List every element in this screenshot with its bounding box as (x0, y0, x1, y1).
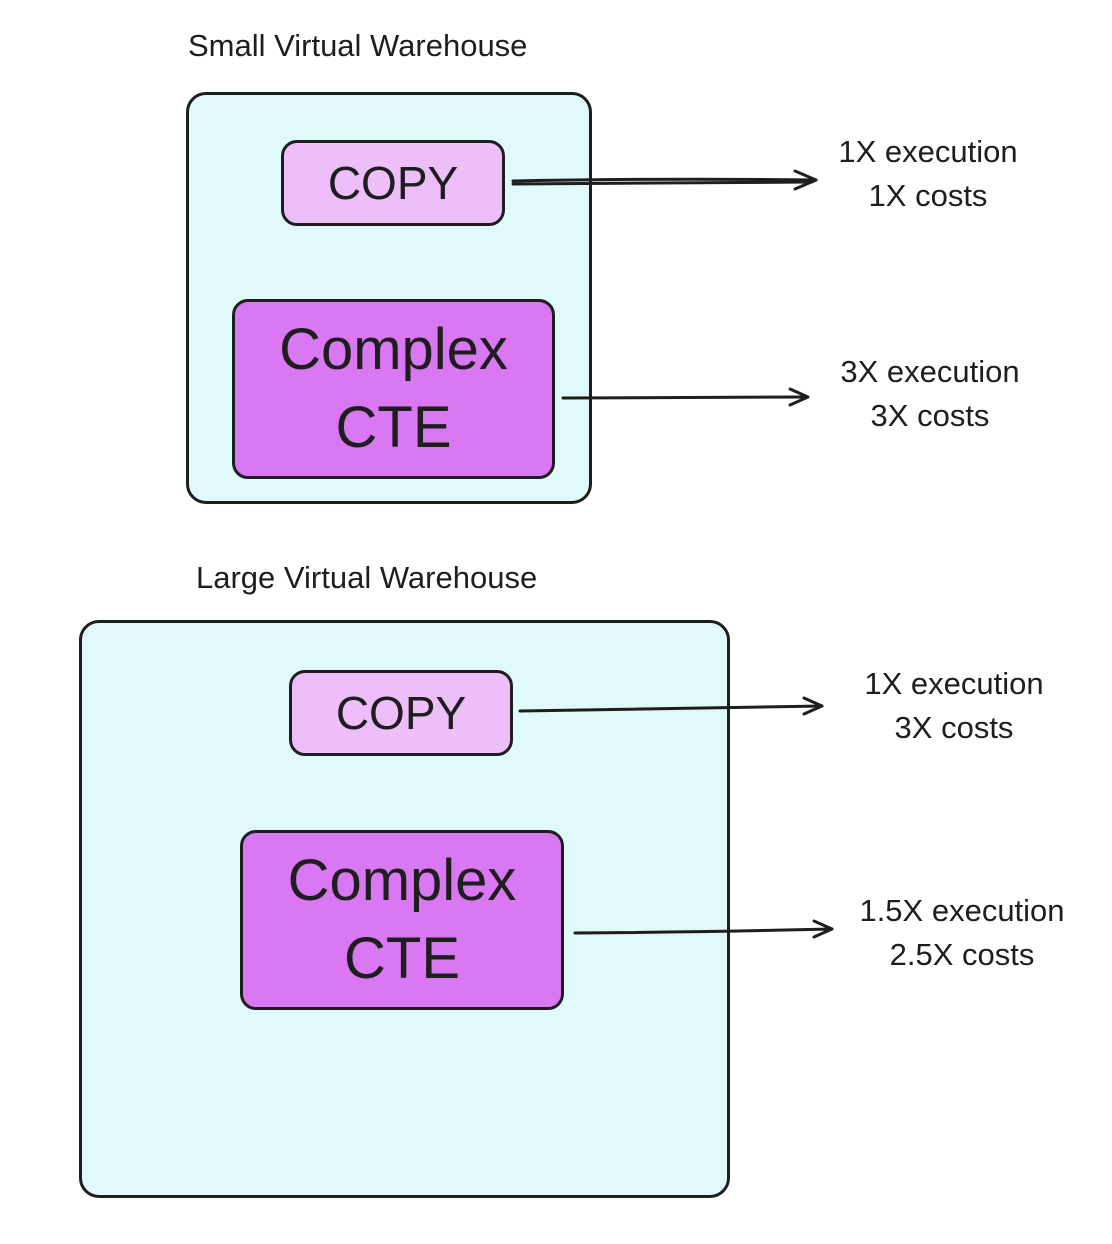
small-cte-line1: Complex (279, 317, 508, 382)
small-copy-result: 1X execution 1X costs (812, 130, 1044, 218)
small-copy-label: COPY (327, 157, 459, 209)
large-cte-line2: CTE (344, 926, 460, 991)
small-cte-line2: CTE (335, 395, 452, 460)
large-cte-box: Complex CTE (240, 830, 564, 1010)
small-cte-box: Complex CTE (232, 299, 555, 479)
small-copy-arrow (511, 169, 818, 191)
small-cte-arrow (561, 387, 810, 407)
large-warehouse-title: Large Virtual Warehouse (196, 560, 538, 595)
large-cte-execution: 1.5X execution (859, 893, 1065, 928)
large-copy-execution: 1X execution (864, 666, 1044, 701)
large-copy-result: 1X execution 3X costs (838, 662, 1070, 750)
small-cte-execution: 3X execution (840, 354, 1020, 389)
large-cte-result: 1.5X execution 2.5X costs (836, 889, 1088, 977)
small-warehouse-title: Small Virtual Warehouse (188, 28, 528, 63)
large-copy-arrow (518, 696, 824, 716)
small-copy-costs: 1X costs (868, 178, 988, 213)
small-cte-costs: 3X costs (870, 398, 990, 433)
large-cte-costs: 2.5X costs (889, 937, 1035, 972)
small-copy-execution: 1X execution (838, 134, 1018, 169)
small-copy-box: COPY (281, 140, 505, 226)
large-copy-box: COPY (289, 670, 513, 756)
large-copy-label: COPY (335, 687, 467, 739)
small-cte-result: 3X execution 3X costs (812, 350, 1048, 438)
large-cte-line1: Complex (287, 848, 517, 913)
large-cte-arrow (573, 919, 834, 939)
large-copy-costs: 3X costs (894, 710, 1014, 745)
